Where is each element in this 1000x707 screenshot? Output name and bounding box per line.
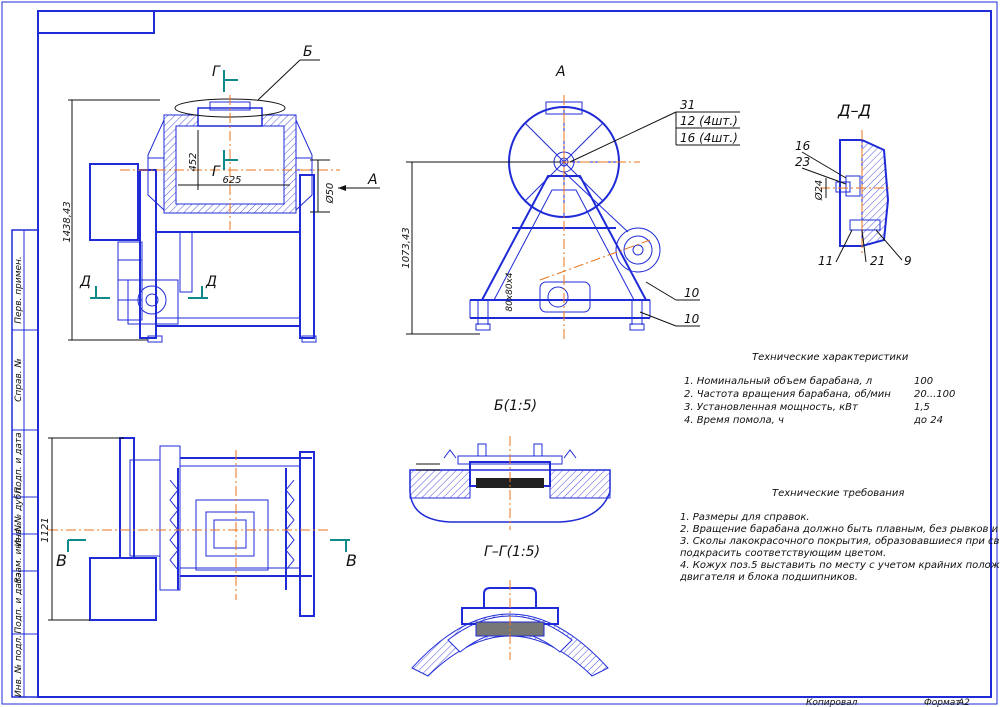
- dim-front-d50: Ø50: [324, 183, 336, 205]
- dim-dd-d24: Ø24: [813, 180, 825, 202]
- marker-a-arrow: А: [367, 172, 378, 188]
- footer-copied: Копировал: [806, 698, 858, 707]
- callout-dd-23: 23: [795, 155, 810, 169]
- characteristic-label-1: 1. Номинальный объем барабана, л: [684, 375, 873, 387]
- marker-d-right: Д: [205, 274, 217, 290]
- requirement-line-3: 3. Сколы лакокрасочного покрытия, образо…: [680, 535, 1000, 547]
- stamp-label-3: Подп. и дата: [14, 432, 24, 493]
- marker-g-top: Г: [212, 64, 221, 80]
- dim-plan-length: 1121: [40, 517, 51, 542]
- stamp-label-6: Подп. и дата: [14, 572, 24, 633]
- stamp-label-1: Перв. примен.: [14, 256, 24, 324]
- view-a-title: А: [555, 64, 566, 80]
- dim-front-height: 1438,43: [62, 201, 73, 242]
- callout-10b: 10: [684, 312, 700, 326]
- section-b-detail: [409, 436, 611, 530]
- dim-front-452: 452: [188, 152, 199, 171]
- section-d-title: Д–Д: [837, 101, 871, 120]
- callout-10a: 10: [684, 286, 700, 300]
- marker-d-left: Д: [79, 274, 91, 290]
- front-view: [68, 59, 380, 343]
- footer-format-value: А2: [957, 698, 970, 707]
- dim-side-frame: 80x80x4: [505, 272, 515, 312]
- stamp-label-5: Взам. инв. №: [14, 522, 24, 583]
- stamp-label-4: Инв. № дубл.: [14, 485, 24, 547]
- callout-31: 31: [680, 98, 695, 112]
- marker-b-top: Б: [303, 44, 313, 60]
- dim-front-625: 625: [222, 175, 241, 186]
- callout-dd-9: 9: [904, 254, 912, 268]
- requirement-line-5: 4. Кожух поз.5 выставить по месту с учет…: [680, 560, 1000, 571]
- requirement-line-4: подкрасить соответствующим цветом.: [680, 548, 886, 559]
- characteristic-value-1: 100: [914, 376, 933, 387]
- callout-dd-21: 21: [870, 254, 885, 268]
- section-d-markers: [90, 286, 208, 299]
- characteristic-label-3: 3. Установленная мощность, кВт: [684, 402, 859, 413]
- requirements-block: Технические требования 1. Размеры для сп…: [679, 487, 1000, 583]
- stamp-label-7: Инв. № подл.: [14, 635, 24, 697]
- characteristics-title: Технические характеристики: [752, 352, 909, 363]
- callout-16: 16 (4шт.): [680, 131, 738, 145]
- characteristic-value-4: до 24: [913, 415, 943, 426]
- stamp-label-2: Справ. №: [14, 358, 24, 402]
- requirements-title: Технические требования: [772, 487, 904, 499]
- section-d-detail: [801, 130, 903, 263]
- section-g-title: Г–Г(1:5): [484, 544, 540, 560]
- side-view-a: [406, 95, 740, 340]
- dim-side-height: 1073,43: [401, 227, 412, 268]
- section-g-markers: [223, 70, 238, 170]
- side-stamp-column: Перв. примен. Справ. № Подп. и дата Инв.…: [11, 229, 39, 698]
- requirement-line-6: двигателя и блока подшипников.: [679, 571, 858, 583]
- marker-v-right: В: [346, 551, 357, 570]
- top-left-stamp: [38, 11, 155, 34]
- section-g-detail: [411, 580, 609, 677]
- characteristic-label-4: 4. Время помола, ч: [684, 415, 784, 426]
- callout-12: 12 (4шт.): [680, 114, 738, 128]
- characteristic-value-3: 1,5: [914, 402, 930, 413]
- footer-format-label: Формат: [924, 698, 961, 707]
- characteristic-value-2: 20...100: [914, 389, 955, 400]
- characteristics-block: Технические характеристики 1. Номинальны…: [684, 352, 955, 426]
- callout-dd-16: 16: [795, 139, 811, 153]
- marker-g-mid: Г: [212, 164, 221, 180]
- marker-v-left: В: [56, 551, 67, 570]
- requirement-line-1: 1. Размеры для справок.: [680, 512, 810, 523]
- callout-dd-11: 11: [818, 254, 833, 268]
- section-b-title: Б(1:5): [494, 398, 537, 414]
- requirement-line-2: 2. Вращение барабана должно быть плавным…: [680, 523, 1000, 535]
- plan-view: [48, 437, 350, 621]
- characteristic-label-2: 2. Частота вращения барабана, об/мин: [684, 388, 891, 400]
